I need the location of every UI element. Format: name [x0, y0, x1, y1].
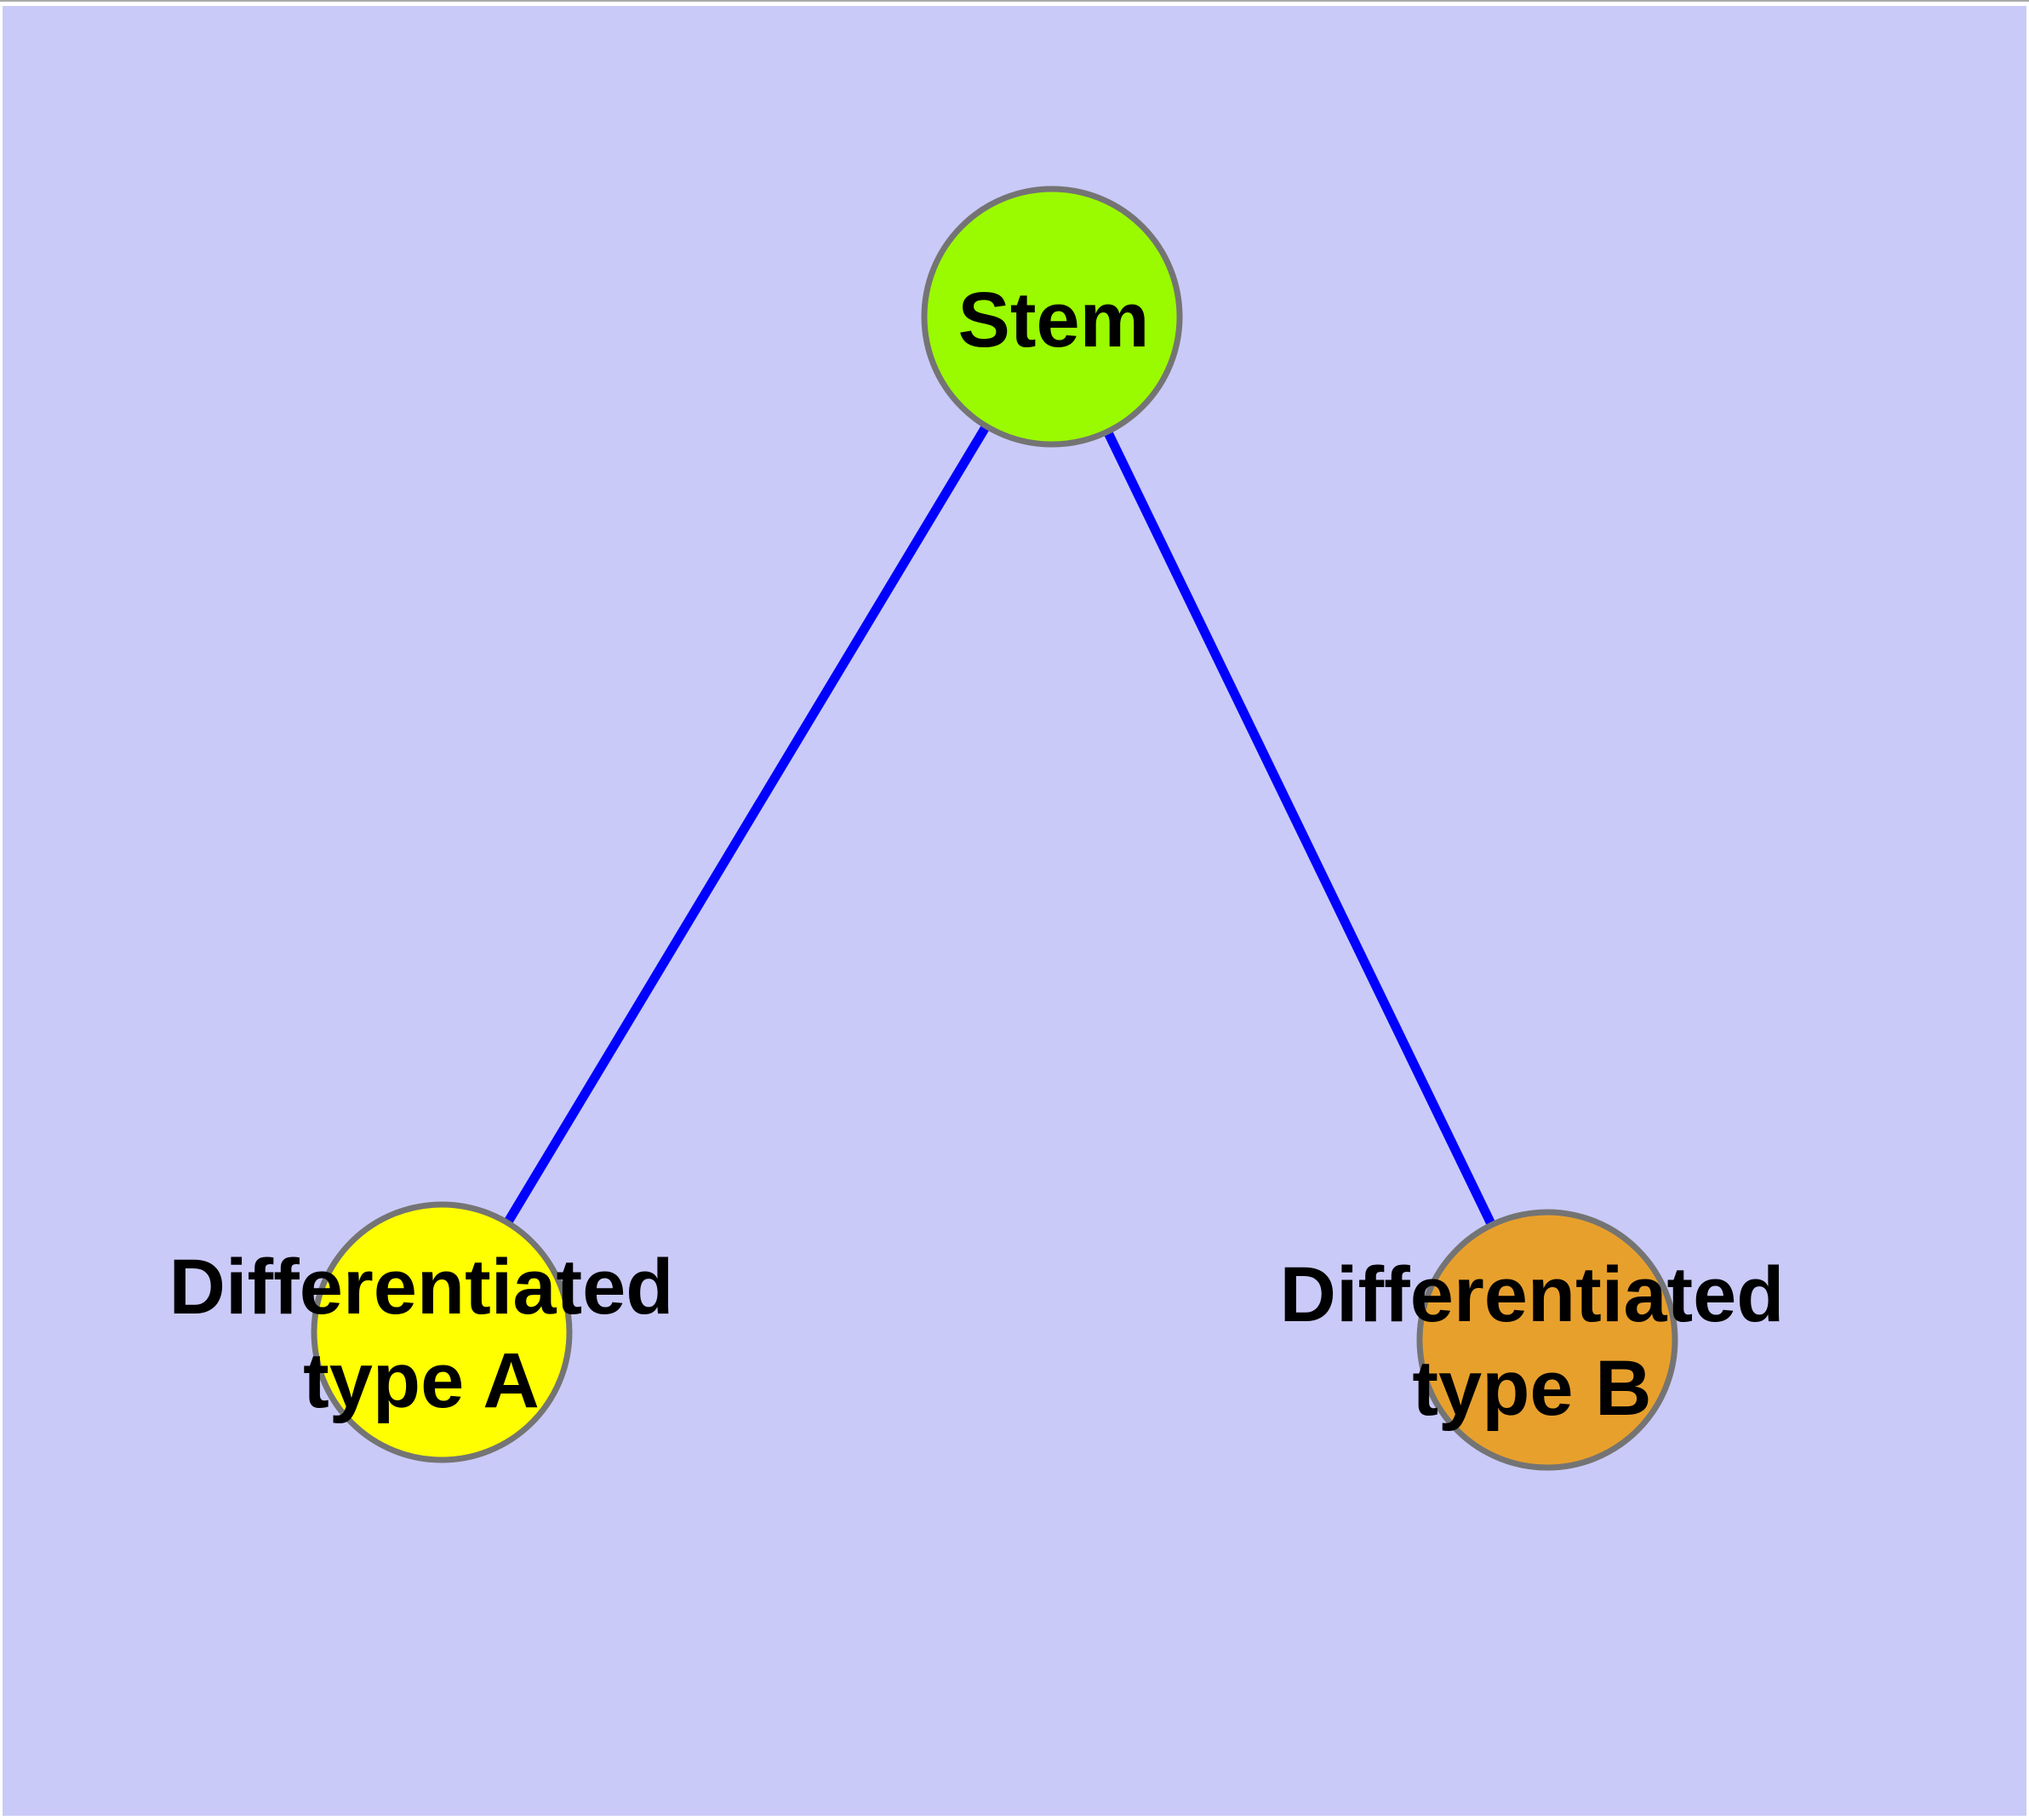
type-b-label-line1: Differentiated	[1279, 1251, 1785, 1338]
type-b-node-label: Differentiated type B	[1280, 1248, 1785, 1435]
type-a-label-line2: type A	[303, 1337, 540, 1424]
type-b-label-line2: type B	[1412, 1345, 1652, 1432]
window-top-border	[0, 0, 2029, 2]
edge-stem-to-type-b	[1048, 314, 1552, 1342]
type-a-node-circle	[311, 1201, 573, 1463]
type-b-node-circle	[1416, 1209, 1678, 1471]
type-a-label-line1: Differentiated	[169, 1244, 674, 1331]
stem-node-circle	[921, 186, 1183, 448]
type-a-node-label: Differentiated type A	[169, 1240, 674, 1428]
stem-node-label-text: Stem	[957, 277, 1150, 363]
edge-stem-to-type-a	[437, 314, 1056, 1335]
stem-node-label: Stem	[958, 273, 1150, 367]
